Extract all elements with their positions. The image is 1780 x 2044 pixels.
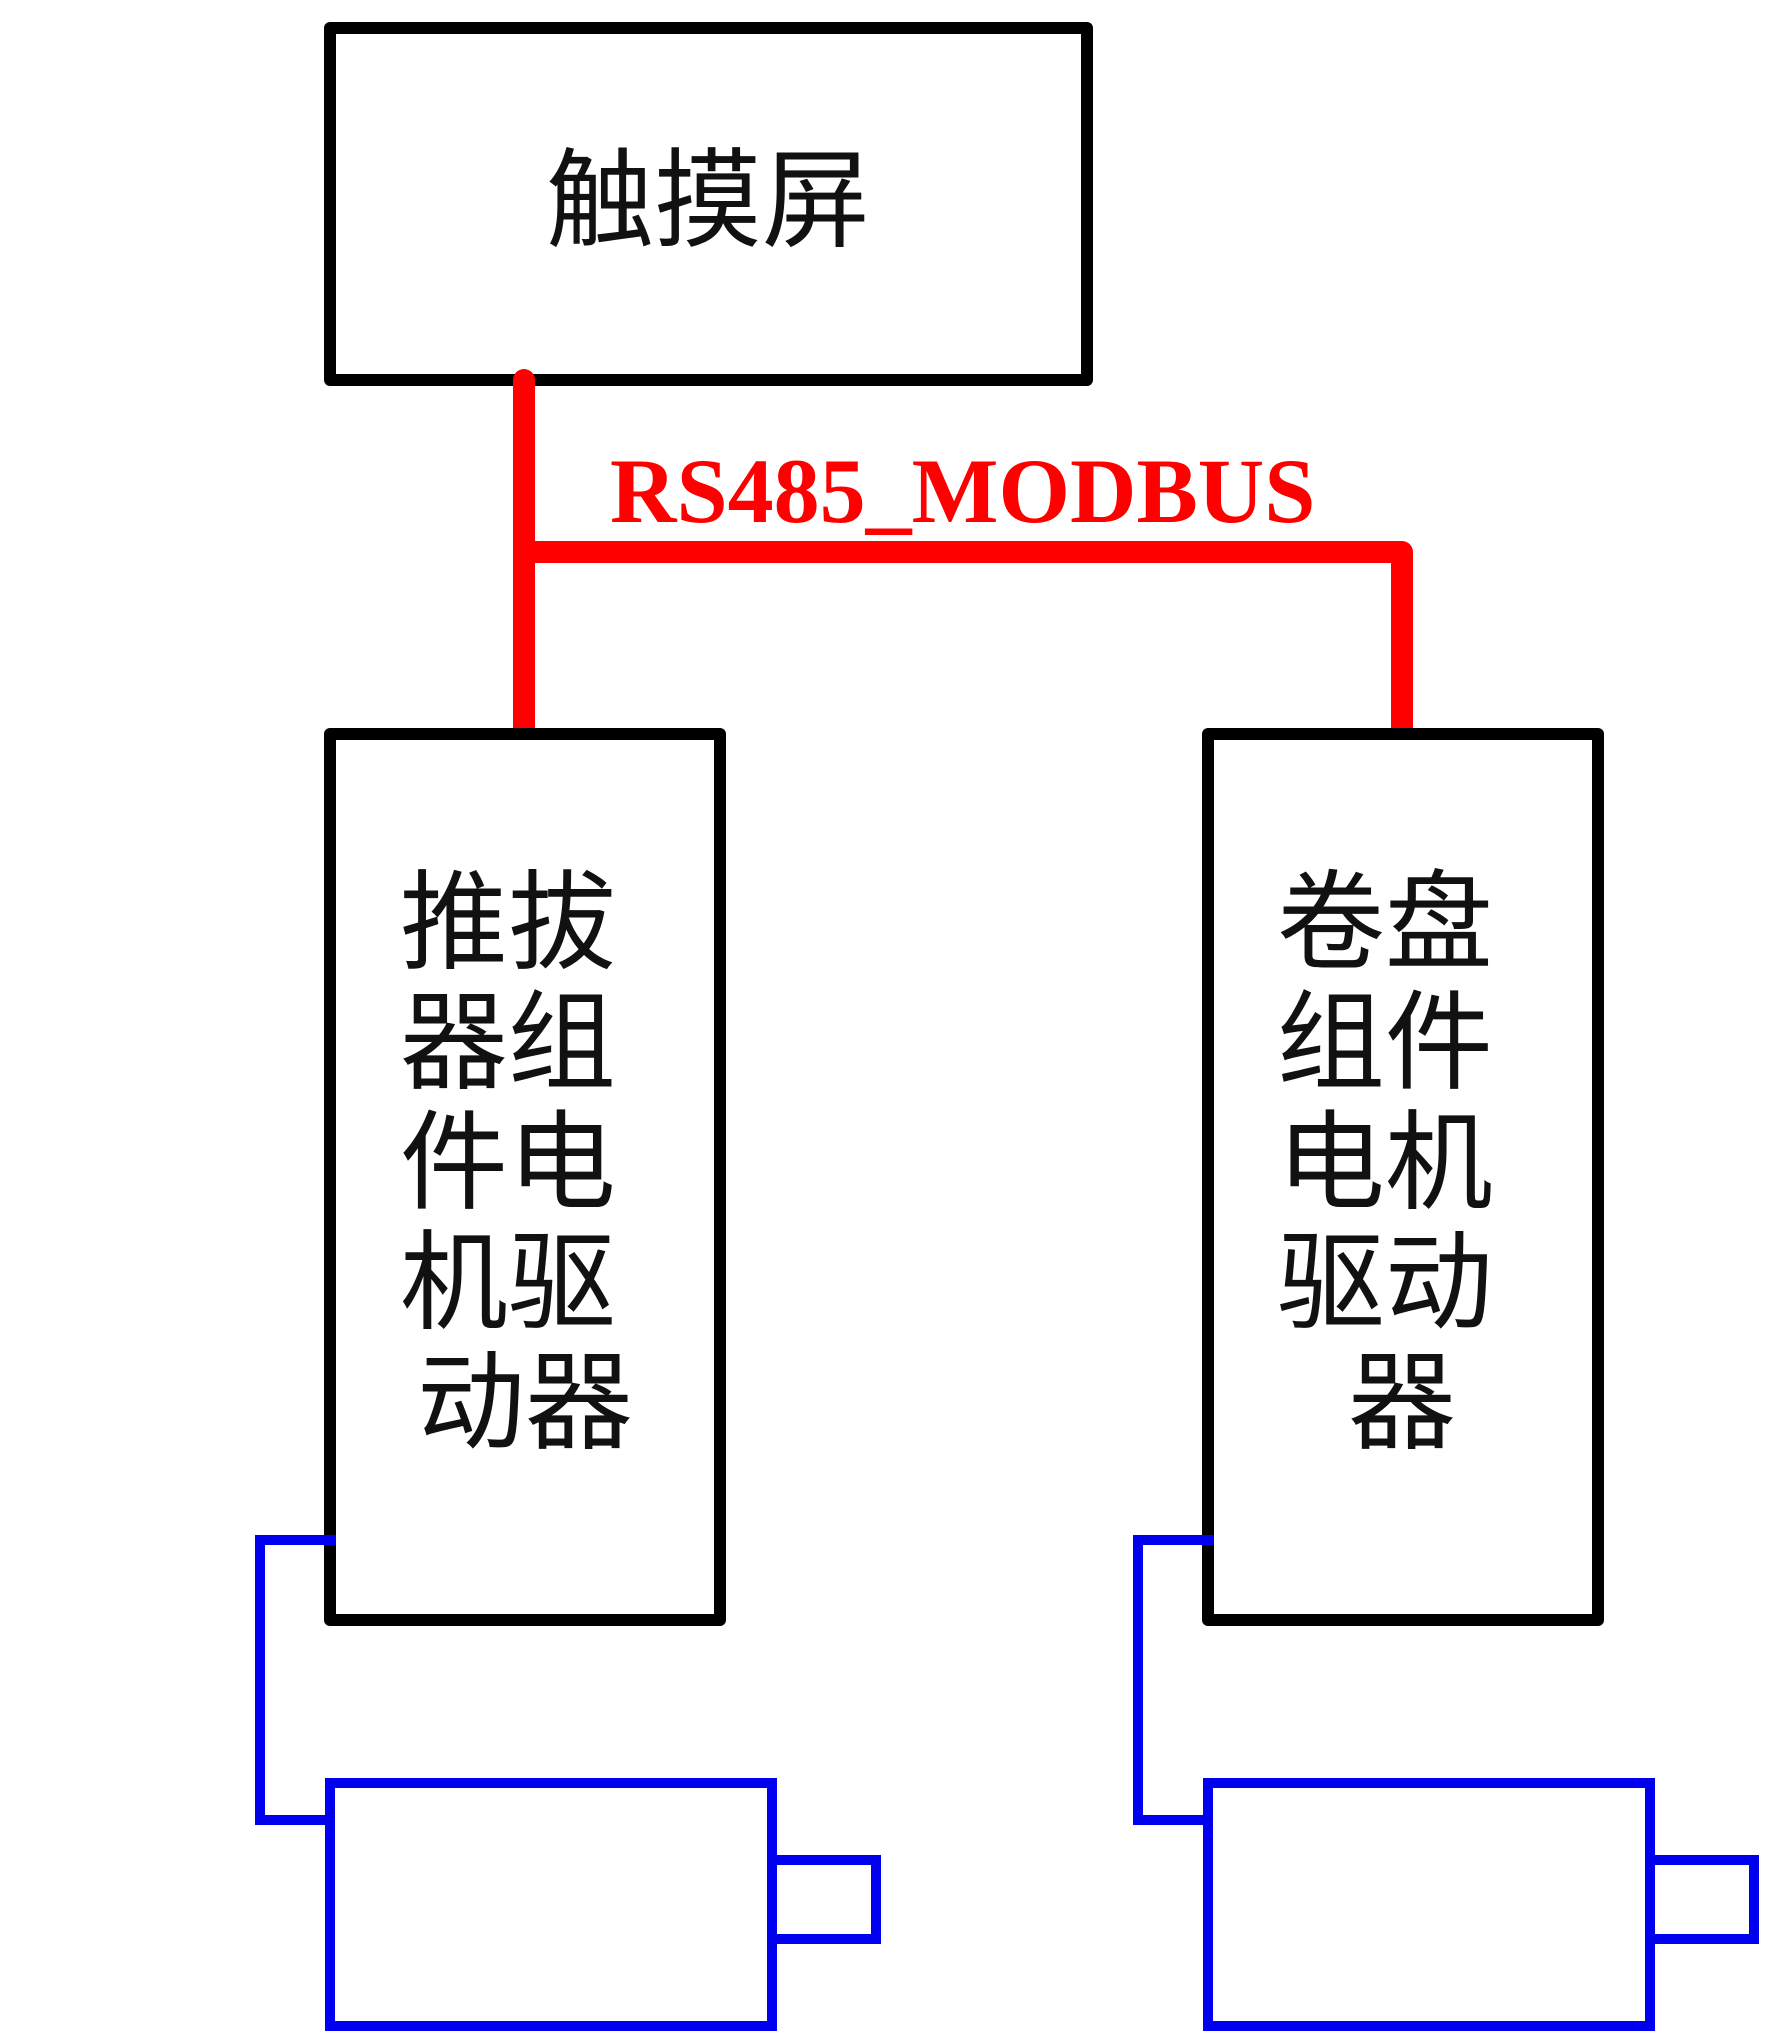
motor-right-shaft xyxy=(1645,1855,1759,1944)
driver-left-line-5: 动器 xyxy=(417,1341,633,1466)
driver-right-line-5: 器 xyxy=(1348,1341,1456,1466)
touchscreen-label: 触摸屏 xyxy=(546,139,870,264)
driver-left-line-4: 机驱 xyxy=(400,1221,616,1346)
motor-left-body xyxy=(325,1778,777,2031)
driver-right-line-2: 组件 xyxy=(1277,981,1493,1106)
rs485-bus-line xyxy=(513,369,1413,745)
motor-right-body xyxy=(1203,1778,1655,2031)
driver-right-line-3: 电机 xyxy=(1277,1101,1493,1226)
driver-right-box xyxy=(1202,728,1604,1626)
driver-right-label: 卷盘 组件 电机 驱动 器 xyxy=(1277,861,1527,1466)
motor-left-shaft xyxy=(767,1855,881,1944)
driver-left-line-3: 件电 xyxy=(400,1101,616,1226)
motor-left-wire xyxy=(255,1535,336,1825)
rs485-bus-label: RS485_MODBUS xyxy=(610,440,1315,542)
driver-left-label: 推拔 器组 件电 机驱 动器 xyxy=(400,861,650,1466)
driver-right-line-1: 卷盘 xyxy=(1277,861,1493,986)
driver-right-line-4: 驱动 xyxy=(1277,1221,1493,1346)
driver-left-line-1: 推拔 xyxy=(400,861,616,986)
touchscreen-box xyxy=(324,22,1093,386)
driver-left-box xyxy=(324,728,726,1626)
driver-left-line-2: 器组 xyxy=(400,981,616,1106)
motor-right-wire xyxy=(1133,1535,1214,1825)
